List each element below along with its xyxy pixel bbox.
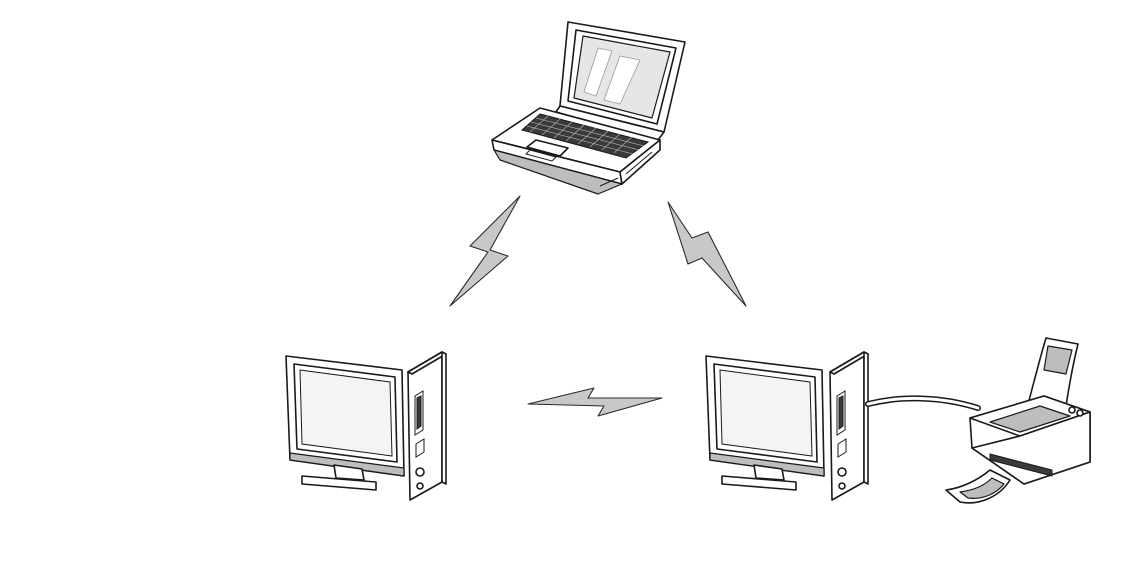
wireless-bolt-icon <box>528 388 662 416</box>
printer-icon <box>946 338 1090 503</box>
wireless-bolt-icon <box>668 202 746 306</box>
desktop-computer-icon <box>706 352 868 500</box>
printer-cable <box>868 398 978 408</box>
laptop-icon <box>492 22 685 194</box>
desktop-computer-icon <box>286 352 446 500</box>
wireless-bolt-icon <box>450 196 520 306</box>
